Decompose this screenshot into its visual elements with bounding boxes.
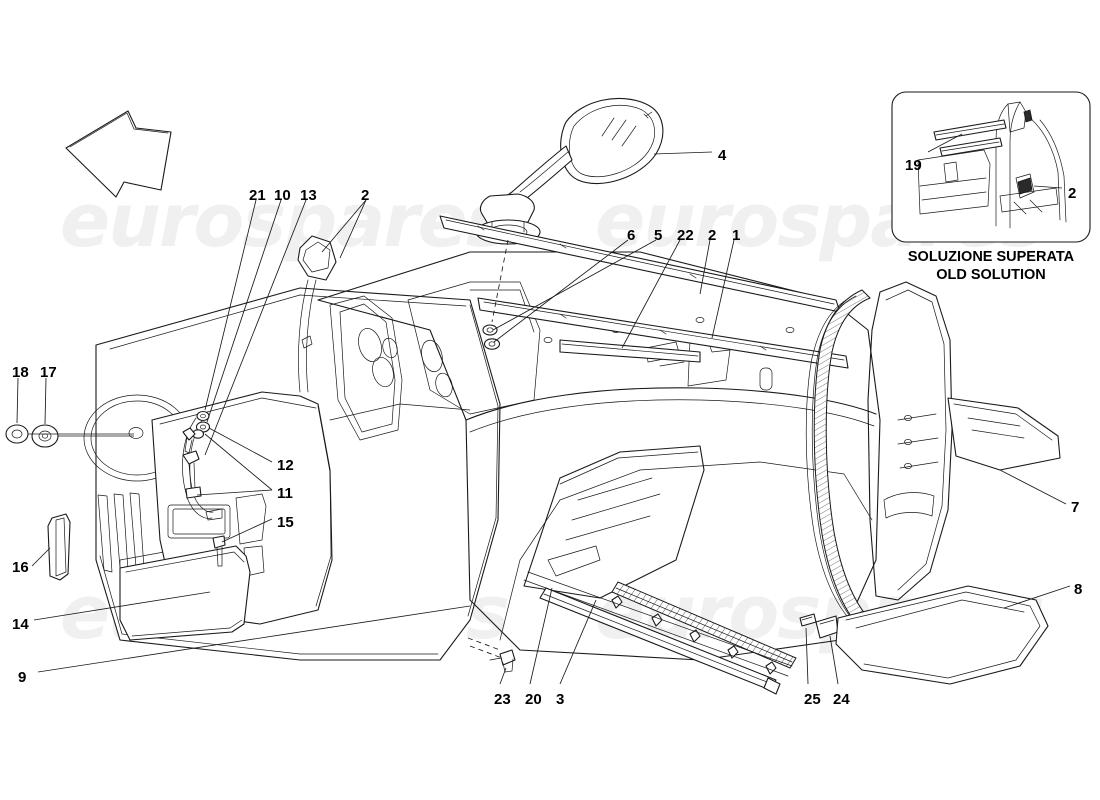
inset-box-old-solution [891, 91, 1091, 243]
bolt-23 [489, 649, 516, 673]
callout-number-8: 8 [1074, 581, 1083, 598]
callout-number-2: 2 [361, 187, 370, 204]
sill-strip-20 [523, 571, 793, 677]
screw-25 [799, 613, 817, 627]
callout-number-6: 6 [627, 227, 636, 244]
direction-arrow [65, 110, 172, 198]
carpet-panel-8 [835, 585, 1049, 685]
grommet-18 [5, 424, 29, 444]
callout-number-23: 23 [494, 691, 511, 708]
callout-number-20: 20 [525, 691, 542, 708]
body-side-pillar [867, 281, 953, 601]
callout-number-1: 1 [732, 227, 741, 244]
door-weatherstrip-seal [611, 289, 877, 675]
plug-24 [815, 615, 839, 639]
inset-callout-number-2: 2 [1068, 185, 1077, 202]
callout-number-5: 5 [654, 227, 663, 244]
callout-number-2: 2 [708, 227, 717, 244]
callout-number-16: 16 [12, 559, 29, 576]
callout-number-22: 22 [677, 227, 694, 244]
fastener-6-5 [482, 324, 501, 350]
lower-trim-cover-14 [119, 545, 251, 641]
callout-number-7: 7 [1071, 499, 1080, 516]
moulding-clip-22 [559, 339, 701, 363]
sill-strip-3 [539, 587, 781, 695]
callout-number-3: 3 [556, 691, 565, 708]
callout-number-18: 18 [12, 364, 29, 381]
inset-caption-line2: OLD SOLUTION [936, 267, 1046, 284]
inset-caption-line1: SOLUZIONE SUPERATA [907, 249, 1075, 265]
leader-lines [16, 151, 1071, 685]
inset-caption: SOLUZIONE SUPERATA OLD SOLUTION [892, 248, 1090, 284]
fastener-cluster [182, 410, 226, 567]
belt-moulding-upper [439, 215, 841, 313]
callout-number-9: 9 [18, 669, 27, 686]
callout-number-17: 17 [40, 364, 57, 381]
buffer-strip-16 [47, 513, 71, 581]
callout-number-13: 13 [300, 187, 317, 204]
sill-cover-7 [947, 397, 1061, 471]
belt-moulding-lower [477, 297, 849, 369]
callout-number-14: 14 [12, 616, 29, 633]
callout-number-15: 15 [277, 514, 294, 531]
callout-number-10: 10 [274, 187, 291, 204]
callout-number-24: 24 [833, 691, 850, 708]
callout-number-21: 21 [249, 187, 266, 204]
inset-callout-number-19: 19 [905, 157, 922, 174]
door-mirror-4 [475, 97, 664, 245]
callout-number-11: 11 [277, 485, 293, 502]
callout-number-25: 25 [804, 691, 821, 708]
callout-number-12: 12 [277, 457, 294, 474]
washer-17 [31, 424, 59, 448]
callout-number-4: 4 [718, 147, 727, 164]
